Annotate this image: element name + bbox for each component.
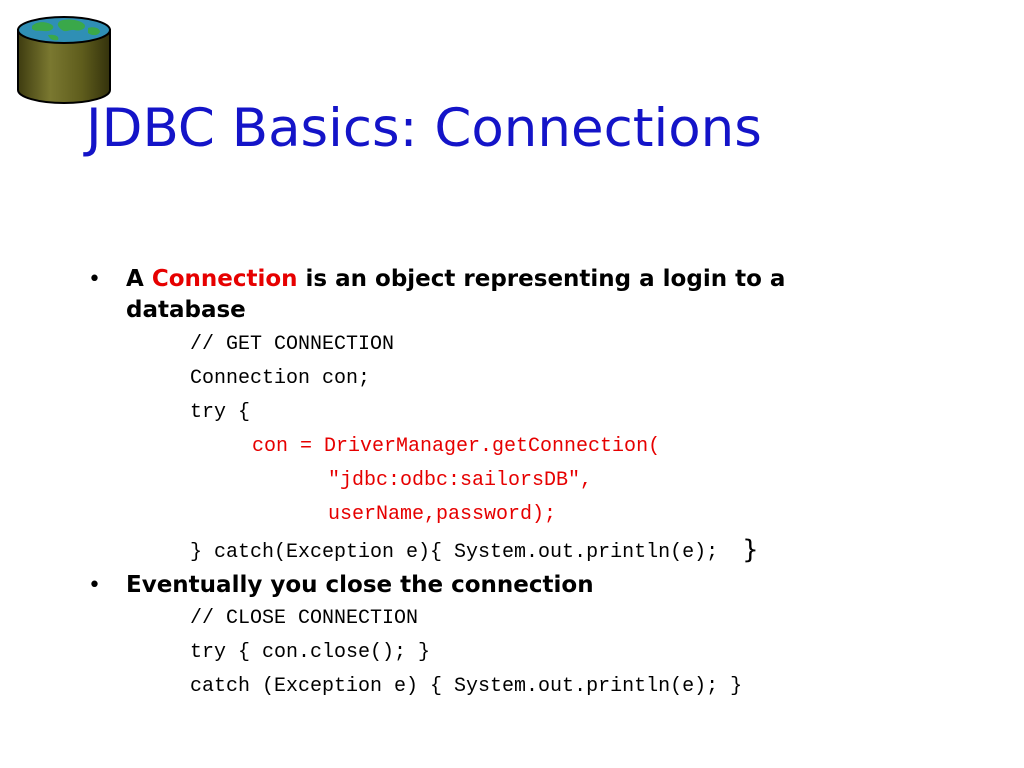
bullet-text: Eventually you close the connection: [126, 572, 594, 598]
code-line: } catch(Exception e){ System.out.println…: [190, 532, 759, 570]
code-line: userName,password);: [328, 503, 557, 526]
code-line: try {: [190, 401, 251, 424]
bullet-connection: • A Connection is an object representing…: [88, 264, 888, 330]
bullet-text: A Connection is an object representing a…: [126, 264, 886, 326]
bullet-suffix: is an object representing a login to a d…: [126, 266, 786, 323]
database-globe-icon: [17, 16, 111, 104]
closing-brace: }: [742, 535, 759, 565]
slide-title: JDBC Basics: Connections: [86, 98, 762, 159]
code-line: // CLOSE CONNECTION: [190, 607, 419, 630]
bullet-marker: •: [88, 267, 101, 292]
catch-statement: } catch(Exception e){ System.out.println…: [190, 541, 719, 564]
code-line: Connection con;: [190, 367, 371, 390]
code-line: try { con.close(); }: [190, 641, 431, 664]
code-line: "jdbc:odbc:sailorsDB",: [328, 469, 593, 492]
bullet-marker: •: [88, 573, 101, 598]
connection-keyword: Connection: [151, 266, 298, 292]
bullet-prefix: A: [126, 266, 152, 292]
code-line: catch (Exception e) { System.out.println…: [190, 675, 743, 698]
bullet-close: • Eventually you close the connection: [88, 570, 888, 604]
code-line: con = DriverManager.getConnection(: [252, 435, 661, 458]
code-line: // GET CONNECTION: [190, 333, 395, 356]
